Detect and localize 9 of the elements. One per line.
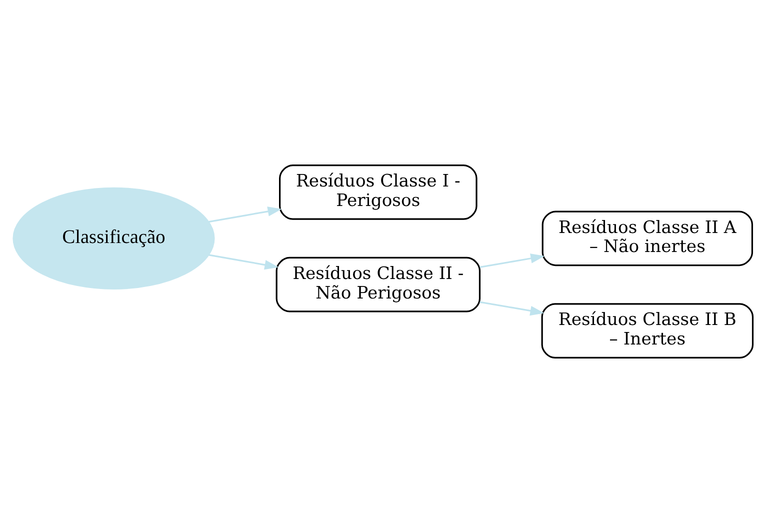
node-box: Resíduos Classe II - Não Perigosos (276, 256, 481, 312)
arrow (208, 206, 282, 222)
node-ellipse: Classificação (12, 186, 215, 289)
arrow (208, 254, 279, 270)
node-box: Resíduos Classe II B – Inertes (541, 302, 754, 358)
node-box: Resíduos Classe I - Perigosos (279, 164, 478, 220)
node-box: Resíduos Classe II A – Não inertes (542, 210, 754, 266)
arrow (480, 300, 544, 316)
arrow (480, 253, 545, 268)
